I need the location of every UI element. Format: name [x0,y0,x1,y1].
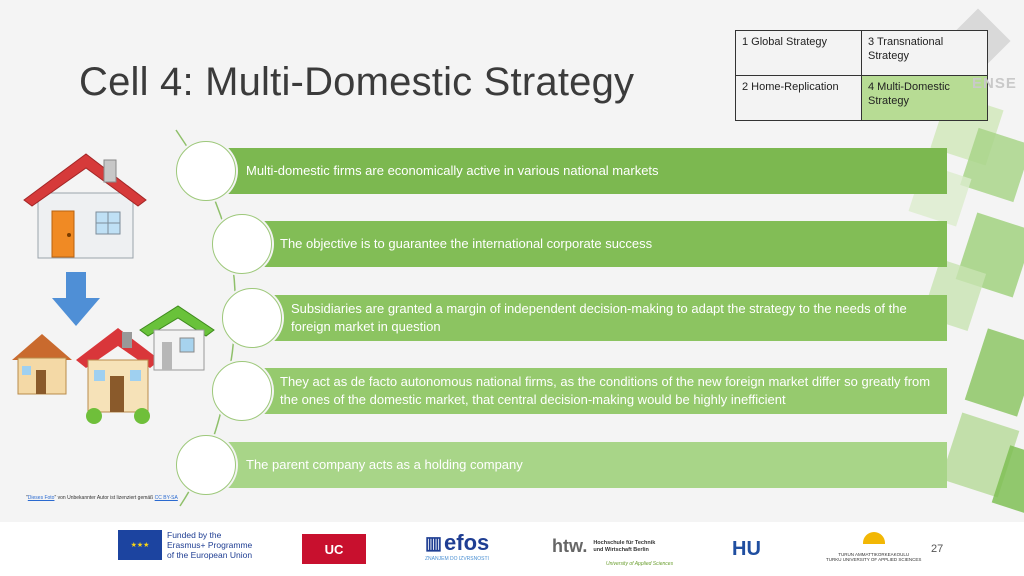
house-small-icon [12,334,72,395]
uc-logo: UC [302,534,366,564]
house-large-icon [23,153,147,259]
step-text-4: They act as de facto autonomous national… [280,374,931,407]
step-text-5: The parent company acts as a holding com… [246,457,523,472]
step-band-3: Subsidiaries are granted a margin of ind… [252,295,947,341]
credit-license-link[interactable]: CC BY-SA [154,495,178,501]
house-green-roof-icon [139,305,215,371]
step-circle-5 [176,435,236,495]
erasmus-logo: ★★★ Funded by the Erasmus+ Programme of … [118,530,252,560]
eu-flag-icon: ★★★ [118,530,162,560]
matrix-cell-home-replication: 2 Home-Replication [735,75,862,121]
matrix-row: 2 Home-Replication 4 Multi-Domestic Stra… [735,75,988,121]
step-circle-1 [176,141,236,201]
brand-fragment: ENSE [972,75,1017,92]
step-text-3: Subsidiaries are granted a margin of ind… [291,301,907,334]
arrow-down-icon [52,272,100,326]
turku-logo: TURUN AMMATTIKORKEAKOULU TURKU UNIVERSIT… [826,532,921,562]
matrix-cell-transnational: 3 Transnational Strategy [861,30,988,76]
step-text-2: The objective is to guarantee the intern… [280,236,653,251]
step-text-1: Multi-domestic firms are economically ac… [246,163,659,178]
footer-logos: ★★★ Funded by the Erasmus+ Programme of … [0,522,1024,576]
matrix-row: 1 Global Strategy 3 Transnational Strate… [735,30,988,76]
step-band-2: The objective is to guarantee the intern… [242,221,947,267]
houses-illustration [12,153,215,424]
efos-logo-text: efos [444,530,490,555]
sun-icon [862,532,885,544]
erasmus-line-3: of the European Union [167,550,253,560]
step-band-1: Multi-domestic firms are economically ac… [205,148,947,194]
erasmus-line-1: Funded by the [167,530,222,540]
erasmus-line-2: Erasmus+ Programme [167,540,253,550]
credit-prefix: " [26,495,28,501]
step-band-4: They act as de facto autonomous national… [242,368,947,414]
image-credit: "Dieses Foto" von Unbekannter Autor ist … [26,495,178,502]
htw-line-2: und Wirtschaft Berlin [593,546,649,553]
house-red-roof-icon [76,328,160,424]
htw-logo: htw. Hochschule für Technik und Wirtscha… [552,536,655,557]
step-circle-2 [212,214,272,274]
hu-logo-text: HU [732,538,761,560]
efos-logo: ▥ efos ZNANJEM DO IZVRSNOSTI [425,530,489,562]
strategy-matrix: 1 Global Strategy 3 Transnational Strate… [735,30,988,121]
step-circle-4 [212,361,272,421]
hu-logo: HU [732,538,761,561]
htw-line-1: Hochschule für Technik [593,539,656,546]
matrix-cell-multi-domestic: 4 Multi-Domestic Strategy [861,75,988,121]
turku-line-1: TURUN AMMATTIKORKEAKOULU [838,552,910,557]
turku-line-2: TURKU UNIVERSITY OF APPLIED SCIENCES [826,557,922,562]
htw-subtitle: University of Applied Sciences [606,561,674,567]
credit-photo-link[interactable]: Dieses Foto [27,495,55,501]
uc-logo-text: UC [324,541,344,557]
step-circle-3 [222,288,282,348]
step-band-5: The parent company acts as a holding com… [205,442,947,488]
efos-chart-icon: ▥ [425,532,443,553]
page-number: 27 [931,543,944,555]
efos-subtitle: ZNANJEM DO IZVRSNOSTI [425,556,489,562]
credit-text: " von Unbekannter Autor ist lizenziert g… [54,495,154,501]
page-title: Cell 4: Multi-Domestic Strategy [79,60,635,104]
matrix-cell-global: 1 Global Strategy [735,30,862,76]
htw-logo-text: htw. [552,536,588,556]
